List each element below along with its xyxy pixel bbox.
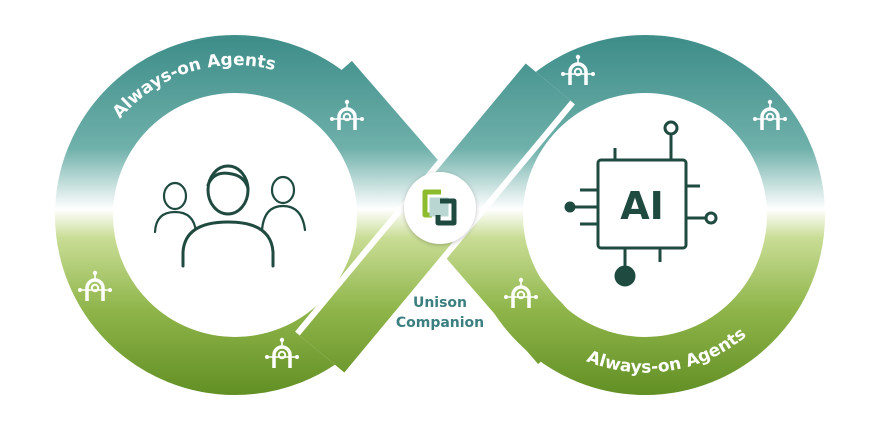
ai-chip-icon (564, 120, 718, 287)
unison-companion-logo-icon (404, 172, 476, 244)
center-label-line1: Unison (413, 295, 467, 311)
ai-chip-text: AI (620, 184, 664, 228)
left-loop (55, 35, 415, 395)
right-loop (465, 35, 825, 395)
center-label-line2: Companion (396, 315, 484, 331)
people-group-icon (153, 164, 307, 268)
